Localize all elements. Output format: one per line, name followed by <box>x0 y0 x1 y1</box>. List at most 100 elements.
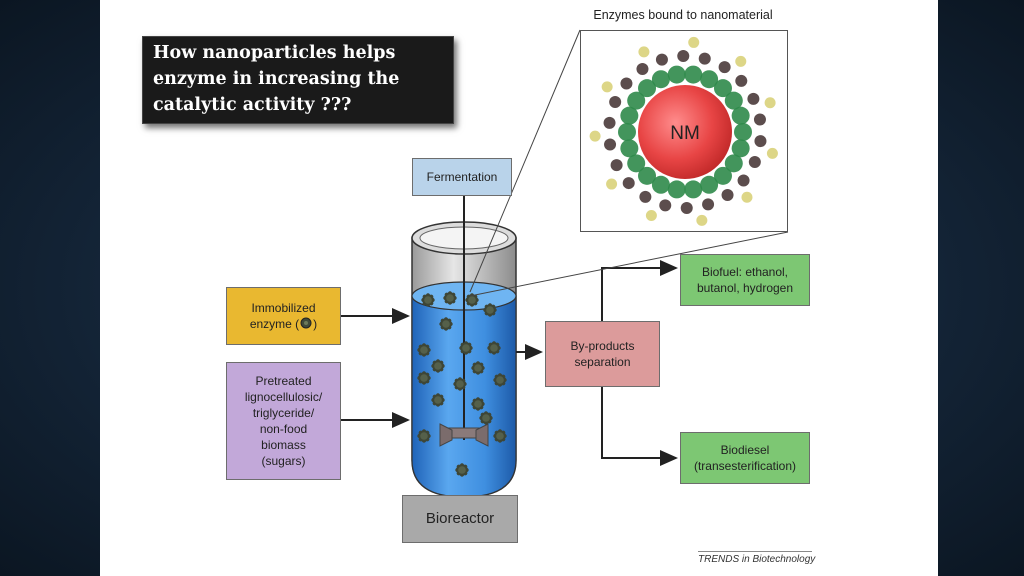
bound-enzyme <box>651 70 670 89</box>
bound-enzyme <box>638 46 650 58</box>
stirrer-impeller-icon <box>439 423 489 447</box>
bound-enzyme <box>753 113 766 126</box>
enzyme-particle <box>493 373 507 387</box>
bound-enzyme <box>601 81 613 93</box>
enzyme-particle <box>471 397 485 411</box>
bound-enzyme <box>677 50 690 63</box>
enzyme-particle <box>431 359 445 373</box>
enzyme-particle <box>455 463 469 477</box>
enzyme-particle <box>479 411 493 425</box>
pretreated-biomass-label: Pretreated lignocellulosic/ triglyceride… <box>244 374 323 468</box>
bound-enzyme <box>618 123 636 141</box>
bound-enzyme <box>622 177 635 190</box>
bound-enzyme <box>724 91 743 110</box>
immobilized-enzyme-label: Immobilized enzyme () <box>249 301 318 331</box>
bound-enzyme <box>713 79 732 98</box>
slide-title-box: How nanoparticles helps enzyme in increa… <box>142 36 454 124</box>
bound-enzyme <box>609 96 622 109</box>
bound-enzyme <box>737 174 750 187</box>
bound-enzyme <box>589 130 601 142</box>
bioreactor-box: Bioreactor <box>402 495 518 543</box>
nanoparticle-core <box>638 85 732 179</box>
bound-enzyme <box>636 63 649 76</box>
enzyme-particle <box>453 377 467 391</box>
enzyme-particle <box>439 317 453 331</box>
bound-enzyme <box>696 214 708 226</box>
fermentation-box: Fermentation <box>412 158 512 196</box>
enzyme-particle <box>421 293 435 307</box>
biofuel-label: Biofuel: ethanol, butanol, hydrogen <box>696 265 794 295</box>
bound-enzyme <box>754 135 767 148</box>
nanomaterial-inset: NM <box>580 30 788 232</box>
biodiesel-label: Biodiesel (transesterification) <box>693 443 797 473</box>
bound-enzyme <box>724 154 743 173</box>
bound-enzyme <box>747 92 760 105</box>
enzyme-particle <box>417 371 431 385</box>
bound-enzyme <box>731 139 750 158</box>
bioreactor-vessel <box>411 196 517 498</box>
nanoparticle-label: NM <box>670 123 700 144</box>
bound-enzyme <box>659 199 672 212</box>
bound-enzyme <box>684 180 703 199</box>
bound-enzyme <box>702 198 715 211</box>
bound-enzyme <box>604 138 617 151</box>
bound-enzyme <box>667 180 686 199</box>
pretreated-biomass-box: Pretreated lignocellulosic/ triglyceride… <box>226 362 341 480</box>
bound-enzyme <box>606 178 618 190</box>
bound-enzyme <box>627 91 646 110</box>
bound-enzyme <box>766 147 778 159</box>
bound-enzyme <box>667 65 686 84</box>
zoom-line-bottom <box>469 231 789 297</box>
enzyme-icon <box>300 317 312 329</box>
bound-enzyme <box>627 154 646 173</box>
immobilized-enzyme-box: Immobilized enzyme () <box>226 287 341 345</box>
byproducts-separation-box: By-products separation <box>545 321 660 387</box>
bound-enzyme <box>639 190 652 203</box>
enzyme-particle <box>443 291 457 305</box>
bound-enzyme <box>620 106 639 125</box>
enzyme-particle <box>493 429 507 443</box>
biodiesel-box: Biodiesel (transesterification) <box>680 432 810 484</box>
bound-enzyme <box>680 201 693 214</box>
bioreactor-label: Bioreactor <box>425 510 495 527</box>
nanoparticle-illustration: NM <box>589 36 778 226</box>
enzyme-particle <box>483 303 497 317</box>
zoom-line-top <box>469 29 581 293</box>
bound-enzymes <box>589 36 778 226</box>
enzyme-particle <box>471 361 485 375</box>
enzyme-particles <box>417 291 507 477</box>
enzyme-particle <box>417 429 431 443</box>
bound-enzyme <box>620 77 633 90</box>
fermentation-label: Fermentation <box>426 170 498 184</box>
bound-enzyme <box>718 61 731 74</box>
bound-enzyme <box>741 191 753 203</box>
bound-enzyme <box>638 79 657 98</box>
arrow-to-biodiesel <box>601 387 678 466</box>
credit-divider <box>698 551 812 552</box>
bound-enzyme <box>651 175 670 194</box>
bound-enzyme <box>684 65 703 84</box>
bound-enzyme <box>655 53 668 66</box>
bound-enzyme <box>688 36 700 48</box>
figure-credit: TRENDS in Biotechnology <box>698 554 816 565</box>
bound-enzyme <box>735 55 747 67</box>
enzyme-particle <box>431 393 445 407</box>
enzyme-particle <box>459 341 473 355</box>
bound-enzyme <box>713 166 732 185</box>
bound-enzyme <box>721 188 734 201</box>
bound-enzyme <box>603 116 616 129</box>
bound-enzyme <box>700 70 719 89</box>
bound-enzyme <box>748 155 761 168</box>
biofuel-box: Biofuel: ethanol, butanol, hydrogen <box>680 254 810 306</box>
enzyme-particle <box>417 343 431 357</box>
bound-enzyme <box>638 166 657 185</box>
bound-enzyme <box>620 139 639 158</box>
bound-enzyme <box>734 123 752 141</box>
enzyme-particle <box>487 341 501 355</box>
bound-enzyme <box>700 175 719 194</box>
bound-enzyme <box>610 159 623 172</box>
slide-title: How nanoparticles helps enzyme in increa… <box>153 43 400 115</box>
bound-enzyme <box>698 52 711 65</box>
bound-enzyme <box>735 74 748 87</box>
